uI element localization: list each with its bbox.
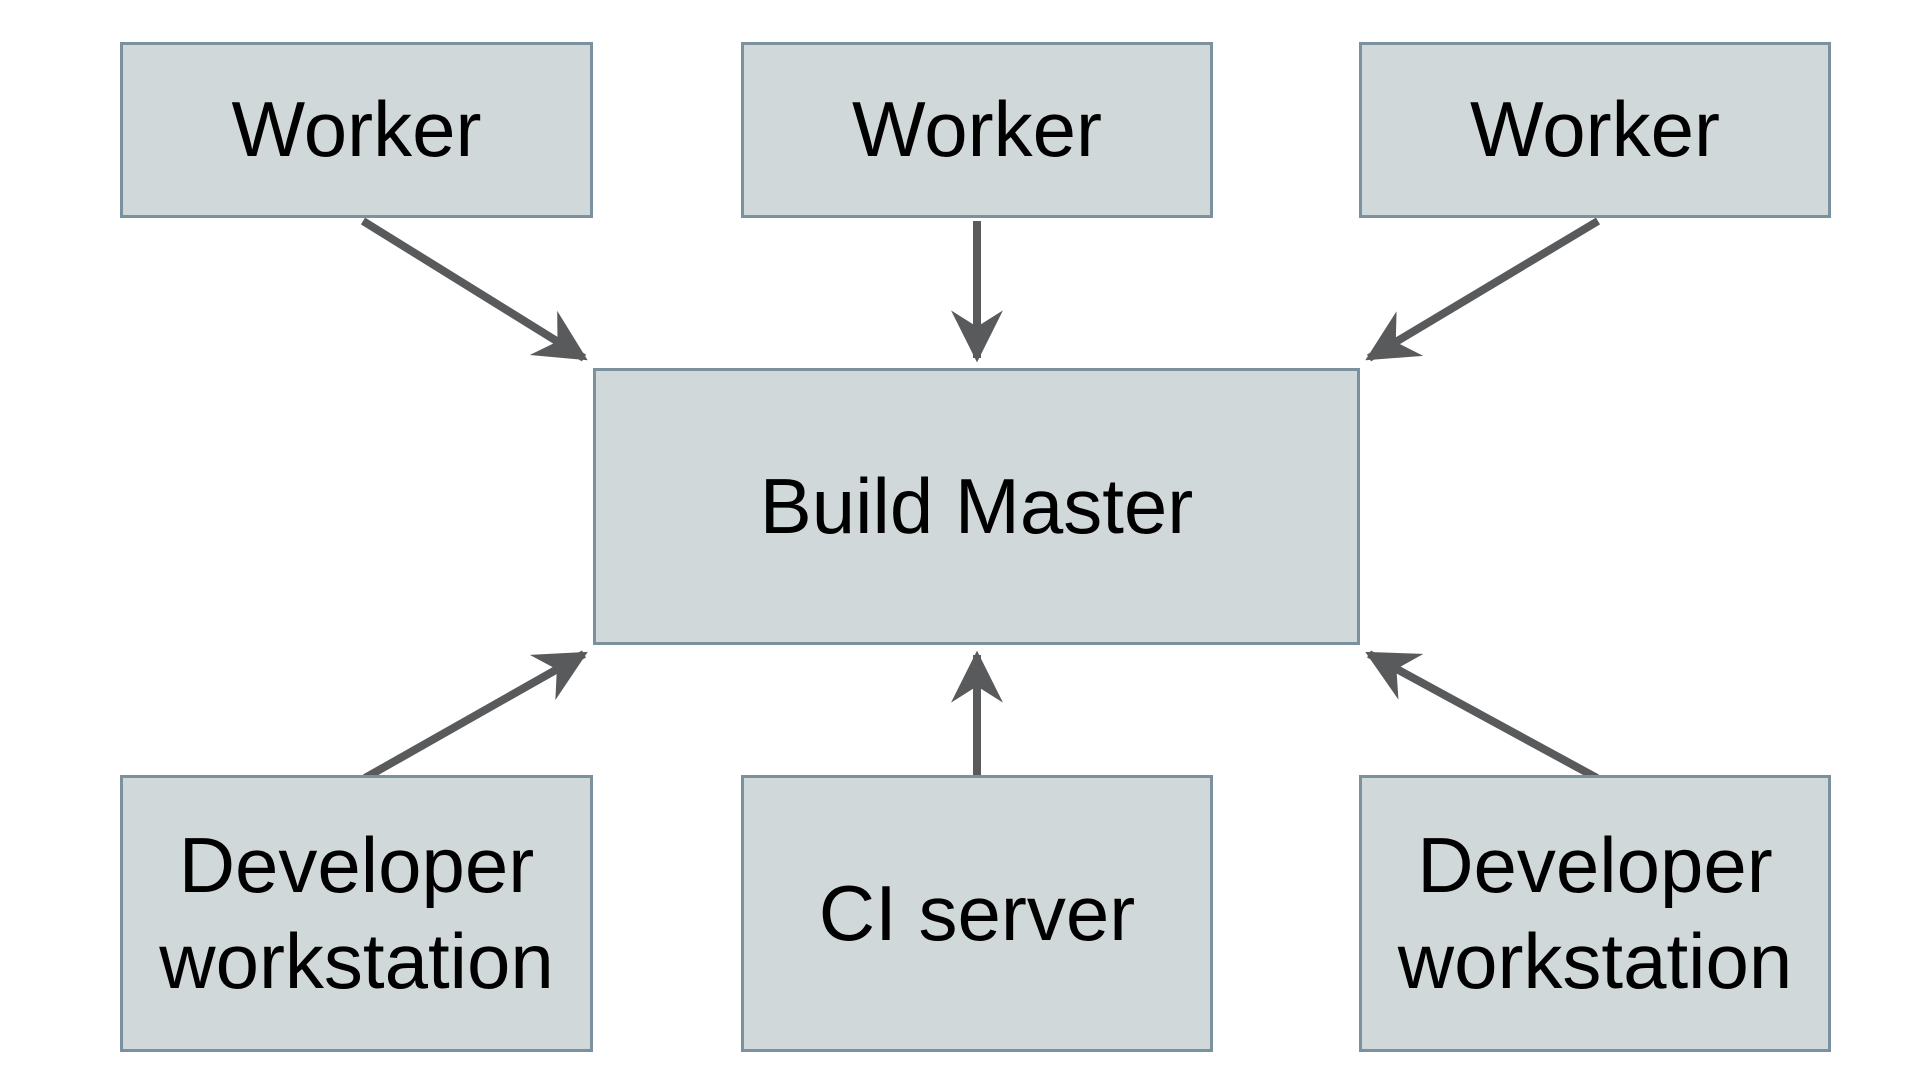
node-ci-server-label: CI server — [819, 866, 1135, 961]
node-worker-3-label: Worker — [1470, 82, 1720, 177]
node-developer-workstation-right-text-line1: Developer — [1417, 821, 1773, 910]
edge-devworkstation-left-to-buildmaster — [363, 650, 588, 782]
node-worker-2-label: Worker — [852, 82, 1102, 177]
edge-worker1-to-buildmaster — [360, 217, 588, 362]
node-worker-3: Worker — [1359, 42, 1831, 218]
edge-worker3-to-buildmaster — [1365, 217, 1601, 362]
node-worker-3-text: Worker — [1470, 85, 1720, 174]
node-developer-workstation-right: Developer workstation — [1359, 775, 1831, 1052]
node-developer-workstation-left-label: Developer workstation — [159, 818, 554, 1008]
node-worker-2-text: Worker — [852, 85, 1102, 174]
node-build-master: Build Master — [593, 368, 1360, 645]
node-worker-1: Worker — [120, 42, 593, 218]
node-worker-2: Worker — [741, 42, 1213, 218]
node-build-master-label: Build Master — [760, 459, 1194, 554]
node-developer-workstation-right-label: Developer workstation — [1398, 818, 1793, 1008]
edge-devworkstation-right-to-buildmaster — [1365, 650, 1599, 782]
node-developer-workstation-left-text-line1: Developer — [178, 821, 535, 910]
node-build-master-text: Build Master — [759, 461, 1194, 550]
node-worker-1-text: Worker — [231, 85, 482, 174]
node-developer-workstation-right-text-line2: workstation — [1397, 916, 1793, 1005]
node-ci-server: CI server — [741, 775, 1213, 1052]
node-ci-server-text: CI server — [818, 868, 1136, 957]
node-worker-1-label: Worker — [232, 82, 482, 177]
node-developer-workstation-left-text-line2: workstation — [159, 916, 554, 1005]
node-developer-workstation-left: Developer workstation — [120, 775, 593, 1052]
